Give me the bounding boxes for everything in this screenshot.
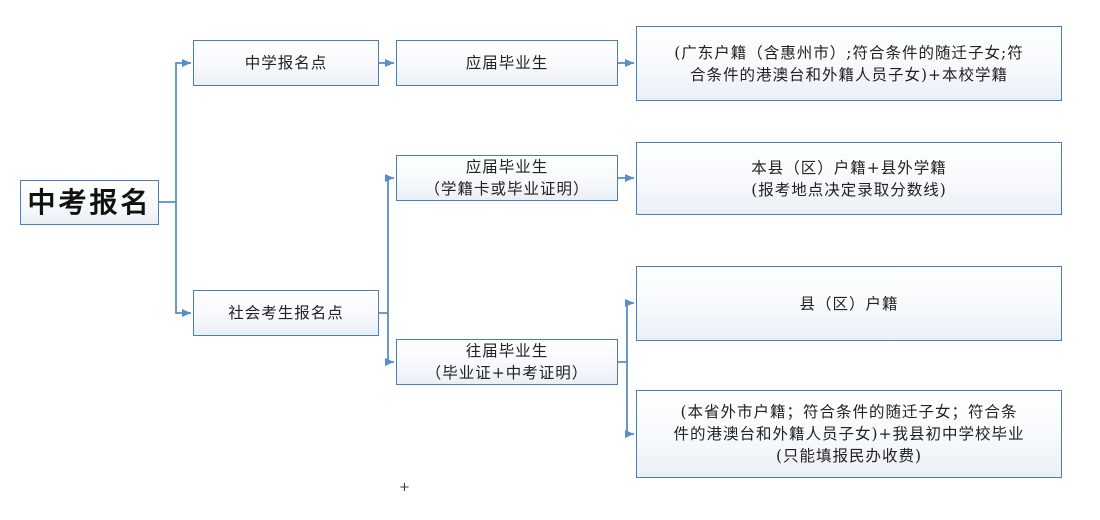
social-registration-label: 社会考生报名点 <box>228 304 344 322</box>
current-graduate-requirement-line-1: 本县（区）户籍+县外学籍 <box>751 158 947 177</box>
local-hukou-requirement-label: 县（区）户籍 <box>799 294 899 313</box>
school-requirement-line-1: (广东户籍（含惠州市）;符合条件的随迁子女;符 <box>674 43 1024 62</box>
past-grad-connector-lower <box>625 362 634 438</box>
local-hukou-requirement-node: 县（区）户籍 <box>636 266 1062 341</box>
other-city-requirement-line-2: 件的港澳台和外籍人员子女)+我县初中学校毕业 <box>673 425 1025 443</box>
past-graduate-line-2: （毕业证+中考证明） <box>425 364 589 382</box>
other-city-requirement-node: (本省外市户籍；符合条件的随迁子女；符合条 件的港澳台和外籍人员子女)+我县初中… <box>636 390 1062 478</box>
current-graduate-line-2: （学籍卡或毕业证明） <box>424 180 590 198</box>
school-requirement-node: (广东户籍（含惠州市）;符合条件的随迁子女;符 合条件的港澳台和外籍人员子女)+… <box>636 26 1062 101</box>
other-city-requirement-line-1: (本省外市户籍；符合条件的随迁子女；符合条 <box>680 403 1018 421</box>
school-candidate-label: 应届毕业生 <box>465 54 549 72</box>
root-connector-lower <box>175 202 191 317</box>
root-connector <box>158 59 191 203</box>
other-city-requirement-line-3: (只能填报民办收费) <box>775 447 923 465</box>
crosshair-cursor-icon: + <box>399 480 410 495</box>
past-graduate-line-1: 往届毕业生 <box>465 342 549 360</box>
root-node: 中考报名 <box>20 180 159 225</box>
current-graduate-requirement-node: 本县（区）户籍+县外学籍 (报考地点决定录取分数线) <box>636 142 1062 215</box>
school-registration-node: 中学报名点 <box>193 40 379 86</box>
current-graduate-requirement-line-2: (报考地点决定录取分数线) <box>751 180 947 199</box>
current-graduate-line-1: 应届毕业生 <box>465 158 549 176</box>
school-registration-label: 中学报名点 <box>244 54 328 72</box>
social-connector <box>379 174 394 314</box>
past-graduate-node: 往届毕业生 （毕业证+中考证明） <box>396 339 618 385</box>
current-graduate-node: 应届毕业生 （学籍卡或毕业证明） <box>396 155 618 201</box>
past-grad-connector <box>618 299 634 363</box>
root-label: 中考报名 <box>27 185 152 219</box>
social-registration-node: 社会考生报名点 <box>193 290 379 336</box>
social-connector-lower <box>385 313 394 366</box>
school-candidate-node: 应届毕业生 <box>396 40 618 86</box>
school-requirement-line-2: 合条件的港澳台和外籍人员子女)+本校学籍 <box>689 65 1009 84</box>
